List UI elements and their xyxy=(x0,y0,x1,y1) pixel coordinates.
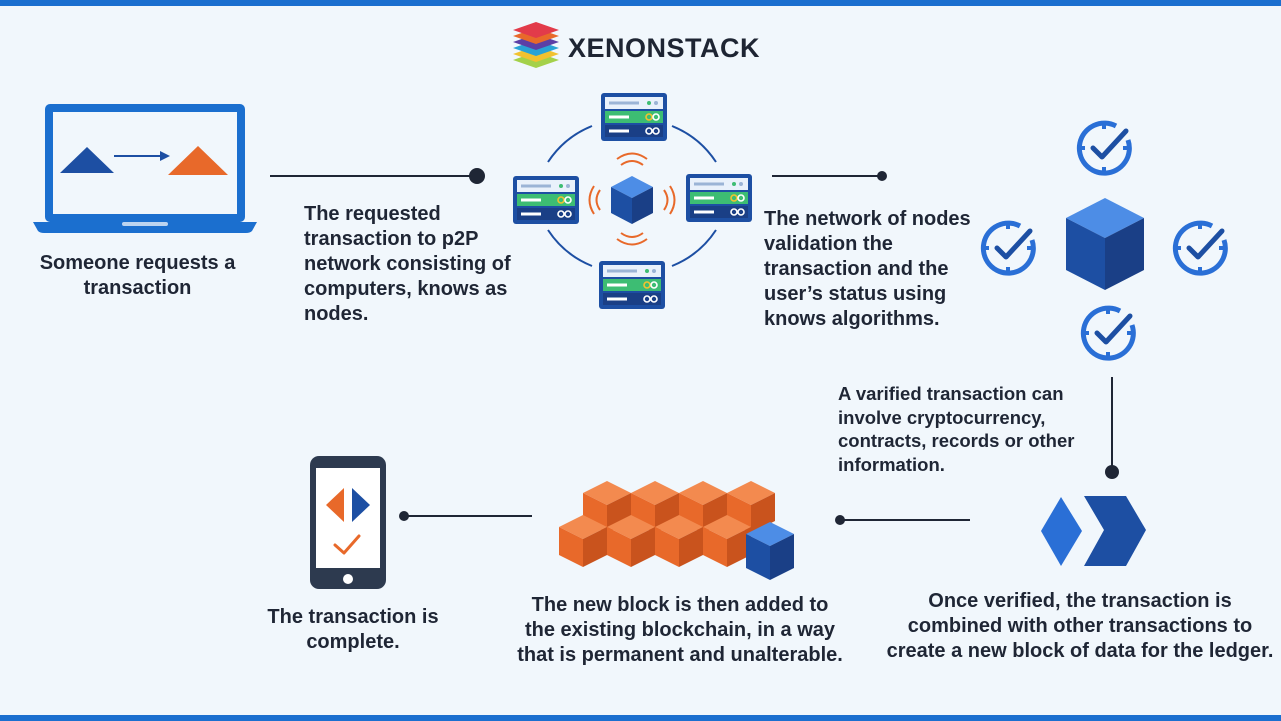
bottom-accent-bar xyxy=(0,715,1281,721)
step-complete-label: The transaction is complete. xyxy=(267,606,439,653)
clock-check-icon xyxy=(982,222,1034,274)
laptop-icon xyxy=(33,104,257,233)
step-added-label: The new block is then added to the exist… xyxy=(517,594,843,666)
step-verified-label: A varified transaction can involve crypt… xyxy=(838,383,1075,475)
clock-check-icon xyxy=(1082,307,1134,359)
top-accent-bar xyxy=(0,0,1281,6)
connector-dot xyxy=(1105,465,1119,479)
connector-dot xyxy=(469,168,485,184)
brand-logo: XENONSTACK xyxy=(510,22,760,74)
connector-dot xyxy=(835,515,845,525)
p2p-network-icon xyxy=(512,92,753,310)
layers-logo-icon xyxy=(513,22,559,68)
step-request-label: Someone requests a transaction xyxy=(39,252,236,299)
brand-name: XENONSTACK xyxy=(568,32,761,63)
phone-icon xyxy=(310,456,386,589)
step-combine-label: Once verified, the transaction is combin… xyxy=(886,590,1274,662)
validation-cube-icon xyxy=(1066,198,1144,290)
clock-check-icon xyxy=(1078,122,1130,174)
combine-chevron-icon xyxy=(1041,496,1146,566)
step-p2p-label: The requested transaction to p2P network… xyxy=(304,203,511,325)
clock-check-icon xyxy=(1174,222,1226,274)
blockchain-blocks-icon xyxy=(559,481,794,580)
connector-dot xyxy=(399,511,409,521)
step-validate-label: The network of nodes validation the tran… xyxy=(764,208,971,330)
connector-dot xyxy=(877,171,887,181)
